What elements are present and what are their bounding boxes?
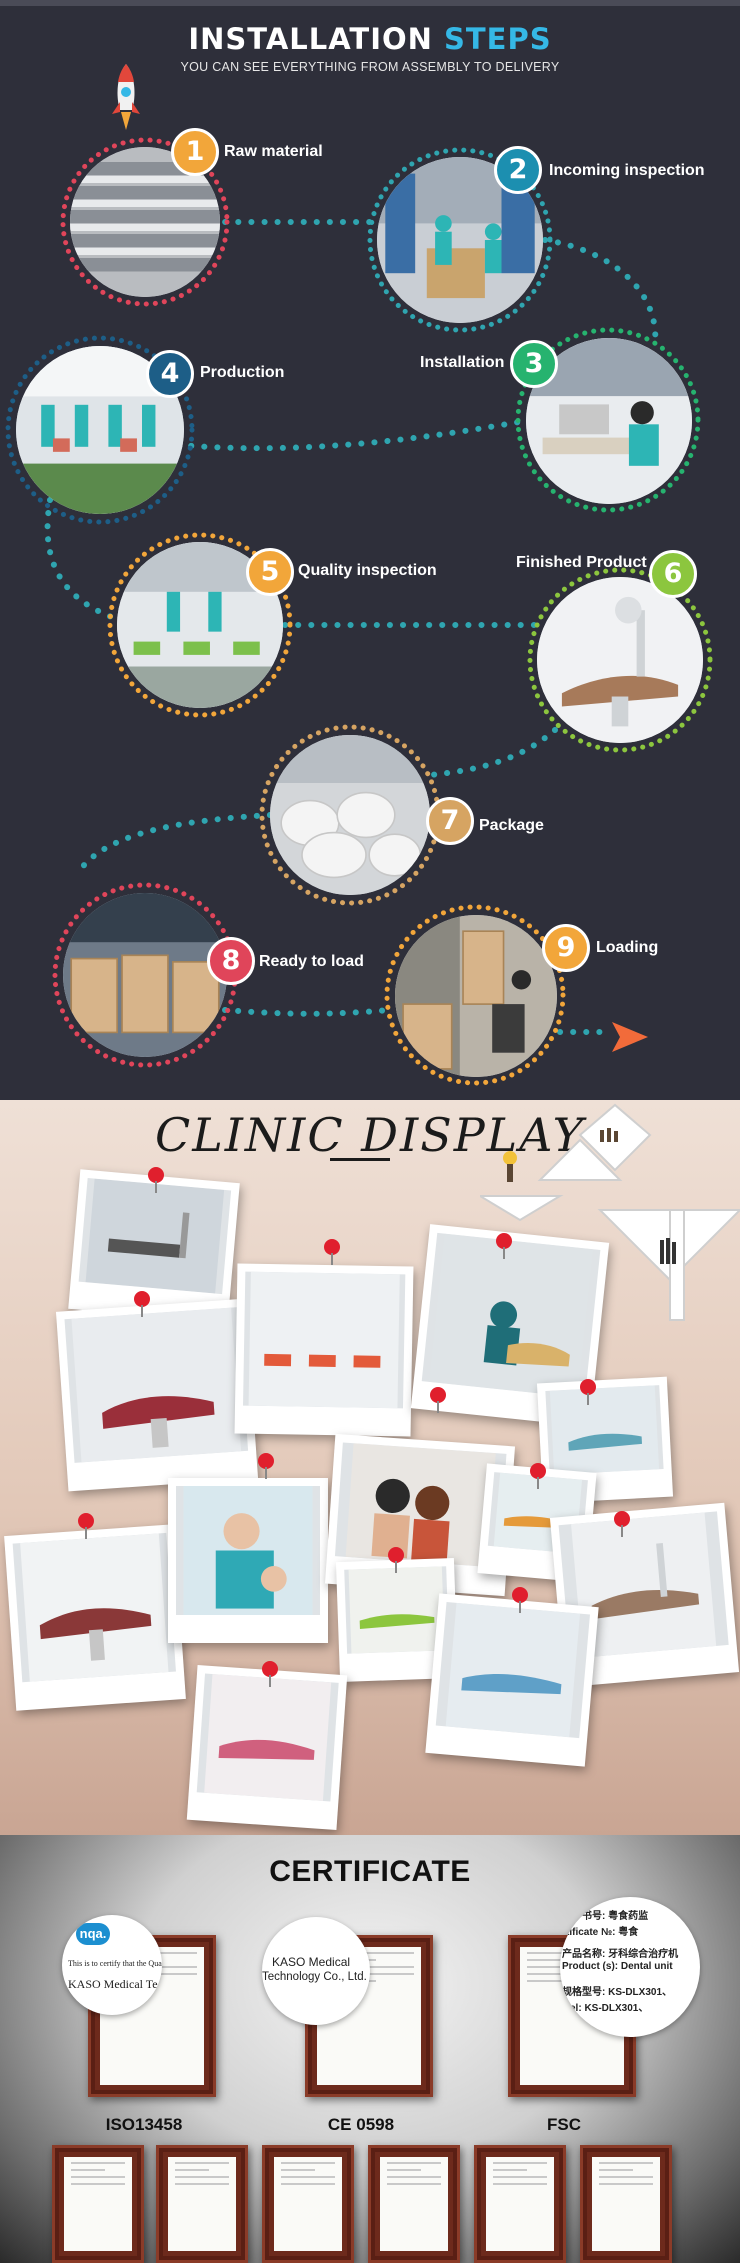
step-9-badge: 9	[542, 924, 590, 972]
decorative-shelf	[480, 1103, 740, 1321]
ce-zoom-line2: Technology Co., Ltd.	[262, 1971, 367, 1983]
installation-steps-section: INSTALLATION STEPS YOU CAN SEE EVERYTHIN…	[0, 0, 740, 1100]
push-pin-icon	[78, 1513, 94, 1539]
fsc-zoom-bubble: 书号: 粤食药监 tificate №: 粤食 产品名称: 牙科综合治疗机 Pr…	[560, 1897, 700, 2037]
iso-label: ISO13458	[105, 2115, 183, 2134]
certificate-frame	[52, 2145, 144, 2263]
ce-label: CE 0598	[327, 2115, 395, 2134]
step-3-badge: 3	[510, 340, 558, 388]
installation-title-main: INSTALLATION	[188, 22, 445, 56]
fsc-label: FSC	[547, 2115, 581, 2134]
clinic-photo-10	[549, 1502, 740, 1688]
certificate-frame	[156, 2145, 248, 2263]
push-pin-icon	[148, 1167, 164, 1193]
push-pin-icon	[324, 1239, 340, 1265]
finished-product-photo	[537, 577, 703, 743]
clinic-photo-6	[4, 1524, 186, 1711]
step-9-label: Loading	[596, 939, 659, 956]
ready-to-load-photo	[63, 893, 227, 1057]
clinic-photo-2	[55, 1298, 259, 1492]
dotted-route-path	[44, 218, 659, 1035]
step-1-label: Raw material	[224, 143, 323, 160]
fsc-zoom-line2: tificate №: 粤食	[566, 1927, 639, 1938]
fsc-zoom-line1: 书号: 粤食药监	[582, 1911, 649, 1922]
clinic-photo-4	[410, 1224, 610, 1427]
raw-material-photo	[70, 147, 220, 297]
fsc-zoom-line5: 规格型号: KS-DLX301、	[562, 1987, 673, 1998]
clinic-title-underline	[330, 1158, 390, 1161]
route-end-arrow-icon	[612, 1022, 648, 1052]
installation-title-accent: STEPS	[444, 22, 552, 56]
push-pin-icon	[512, 1587, 528, 1613]
clinic-photo-12	[425, 1593, 599, 1767]
step-6-badge: 6	[649, 550, 697, 598]
certificate-frame	[580, 2145, 672, 2263]
push-pin-icon	[530, 1463, 546, 1489]
rocket-icon	[112, 64, 140, 130]
push-pin-icon	[134, 1291, 150, 1317]
clinic-photo-5	[536, 1376, 674, 1504]
nqa-logo: nqa.	[76, 1923, 110, 1945]
certificate-title: CERTIFICATE	[269, 1855, 471, 1888]
step-3-label: Installation	[420, 354, 505, 371]
step-2-label: Incoming inspection	[549, 162, 705, 179]
package-photo	[270, 735, 430, 895]
iso-zoom-line1: This is to certify that the Qua	[68, 1959, 162, 1968]
clinic-photo-7	[168, 1478, 328, 1643]
step-8-badge: 8	[207, 937, 255, 985]
installation-title: INSTALLATION STEPS	[0, 22, 740, 56]
step-7-label: Package	[479, 817, 544, 834]
push-pin-icon	[496, 1233, 512, 1259]
certificate-frame	[262, 2145, 354, 2263]
step-8-label: Ready to load	[259, 953, 364, 970]
push-pin-icon	[614, 1511, 630, 1537]
clinic-photo-8	[324, 1433, 516, 1597]
push-pin-icon	[388, 1547, 404, 1573]
step-5-badge: 5	[246, 548, 294, 596]
push-pin-icon	[430, 1387, 446, 1413]
step-7-badge: 7	[426, 797, 474, 845]
installation-subtitle: YOU CAN SEE EVERYTHING FROM ASSEMBLY TO …	[180, 60, 560, 74]
clinic-display-section: CLINIC DISPLAY	[0, 1100, 740, 1835]
certificate-frame	[474, 2145, 566, 2263]
ce-zoom-bubble: KASO Medical Technology Co., Ltd.	[262, 1917, 370, 2025]
iso-zoom-bubble: nqa. This is to certify that the Qua KAS…	[62, 1915, 162, 2015]
step-2-badge: 2	[494, 146, 542, 194]
push-pin-icon	[262, 1661, 278, 1687]
ce-zoom-line1: KASO Medical	[272, 1955, 351, 1969]
loading-photo	[395, 915, 557, 1077]
top-divider	[0, 0, 740, 6]
fsc-zoom-line4: Product (s): Dental unit	[562, 1961, 673, 1972]
step-6-label: Finished Product	[516, 554, 647, 571]
clinic-photo-3	[234, 1263, 414, 1437]
push-pin-icon	[580, 1379, 596, 1405]
fsc-zoom-line6: el: KS-DLX301、	[570, 2003, 649, 2014]
iso-zoom-line2: KASO Medical Te	[68, 1977, 158, 1991]
step-1-badge: 1	[171, 128, 219, 176]
step-4-badge: 4	[146, 350, 194, 398]
clinic-photo-13	[186, 1664, 348, 1831]
certificate-section: CERTIFICATE nqa. This is to certify that…	[0, 1835, 740, 2263]
certificate-frame	[368, 2145, 460, 2263]
push-pin-icon	[258, 1453, 274, 1479]
clinic-photo-1	[68, 1169, 240, 1323]
fsc-zoom-line3: 产品名称: 牙科综合治疗机	[562, 1949, 679, 1960]
step-5-label: Quality inspection	[298, 562, 437, 579]
clinic-photo-11	[335, 1557, 459, 1683]
step-4-label: Production	[200, 364, 285, 381]
